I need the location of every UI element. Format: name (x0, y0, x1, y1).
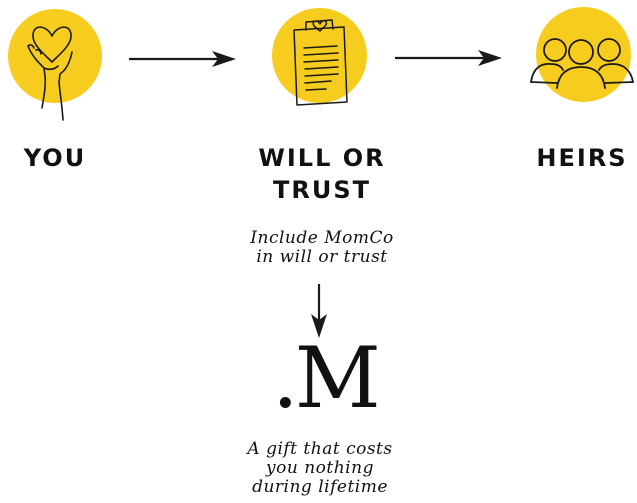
arrow-down (311, 284, 327, 338)
will-note-line2: in will or trust (256, 247, 388, 267)
you-label: YOU (23, 144, 87, 172)
hand-heart-icon (27, 26, 73, 121)
logo-mark: .M (272, 329, 381, 427)
gift-note-line3: during lifetime (252, 477, 388, 497)
heirs-circle (536, 7, 631, 102)
people-group-icon (530, 38, 634, 89)
will-note-line1: Include MomCo (250, 228, 394, 248)
will-label-line1: WILL OR (258, 144, 386, 172)
arrow-will-to-heirs (395, 50, 502, 66)
arrow-you-to-will (129, 51, 236, 67)
will-label-line2: TRUST (273, 176, 371, 204)
you-circle (8, 9, 102, 103)
gift-note-line1: A gift that costs (247, 439, 393, 459)
document-heart-icon (293, 19, 348, 106)
heirs-label: HEIRS (536, 144, 628, 172)
gift-note-line2: you nothing (266, 458, 374, 478)
